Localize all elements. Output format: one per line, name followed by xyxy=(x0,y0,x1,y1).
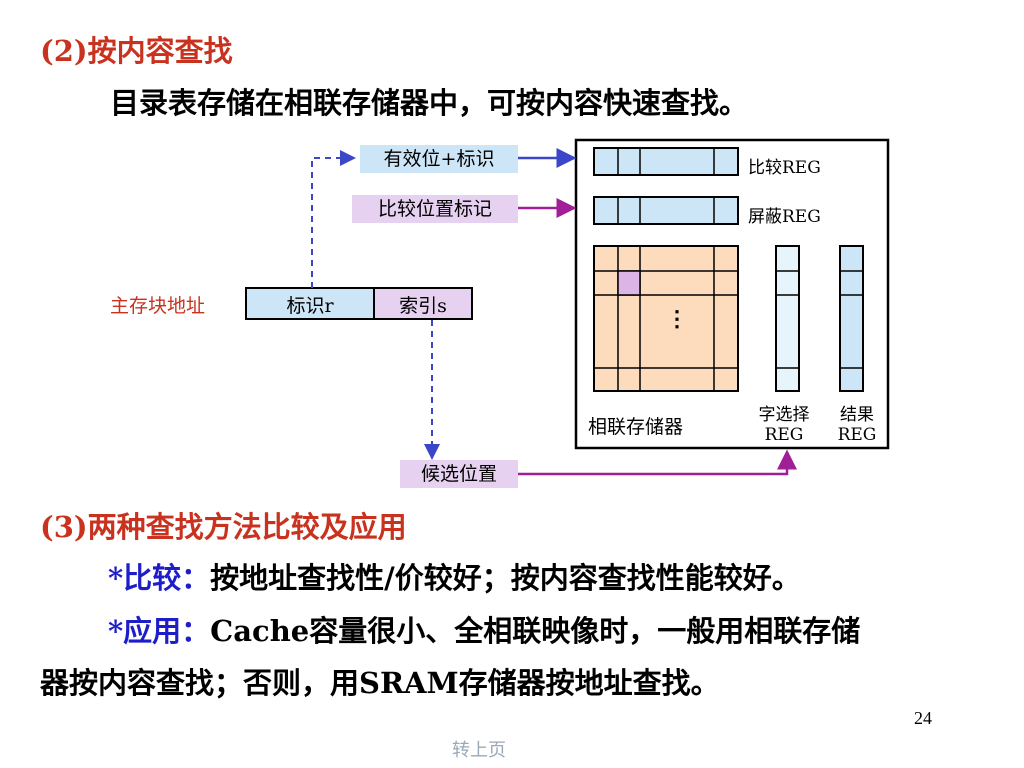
candidate-to-wordselect-arrow xyxy=(518,449,797,476)
valid-tag-label: 有效位+标识 xyxy=(360,145,518,173)
tag-field-label: 标识r xyxy=(286,295,334,317)
word-select-label-top: 字选择 xyxy=(758,405,810,425)
compare-position-label: 比较位置标记 xyxy=(352,195,518,223)
ellipsis-glyph: ⋮ xyxy=(666,306,688,332)
compare-line: *比较：按地址查找性/价较好；按内容查找性能较好。 xyxy=(108,555,801,597)
candidate-position-label: 候选位置 xyxy=(400,460,518,488)
result-register xyxy=(839,245,864,392)
section3-heading: (3)两种查找方法比较及应用 xyxy=(40,510,407,544)
apply-line: *应用：Cache容量很小、全相联映像时，一般用相联存储 xyxy=(108,608,860,650)
word-select-register xyxy=(775,245,800,392)
section2-description: 目录表存储在相联存储器中，可按内容快速查找。 xyxy=(110,86,749,120)
mask-reg-label: 屏蔽REG xyxy=(748,207,821,227)
compare-reg-label: 比较REG xyxy=(748,158,821,178)
section2-heading: (2)按内容查找 xyxy=(40,34,233,68)
address-field-box xyxy=(245,287,473,320)
index-field-label: 索引s xyxy=(399,295,447,317)
tag-to-valid-arrow xyxy=(311,150,356,288)
highlighted-cell xyxy=(617,270,641,296)
apply-text-line2: 器按内容查找；否则，用SRAM存储器按地址查找。 xyxy=(40,666,720,700)
compare-text: 按地址查找性/价较好；按内容查找性能较好。 xyxy=(210,561,801,595)
page-number: 24 xyxy=(914,708,932,728)
mask-register xyxy=(593,196,739,225)
compare-prefix: *比较： xyxy=(108,561,211,595)
apply-prefix: *应用： xyxy=(108,614,211,648)
word-select-label-bottom: REG xyxy=(764,425,804,445)
main-address-label: 主存块地址 xyxy=(110,295,206,317)
associative-memory-label: 相联存储器 xyxy=(588,416,684,438)
result-label-bottom: REG xyxy=(837,425,877,445)
result-label-top: 结果 xyxy=(840,405,874,425)
apply-text-line1: Cache容量很小、全相联映像时，一般用相联存储 xyxy=(210,614,861,648)
associative-memory-array xyxy=(593,245,739,392)
previous-page-link[interactable]: 转上页 xyxy=(452,740,506,761)
compare-register xyxy=(593,147,739,176)
